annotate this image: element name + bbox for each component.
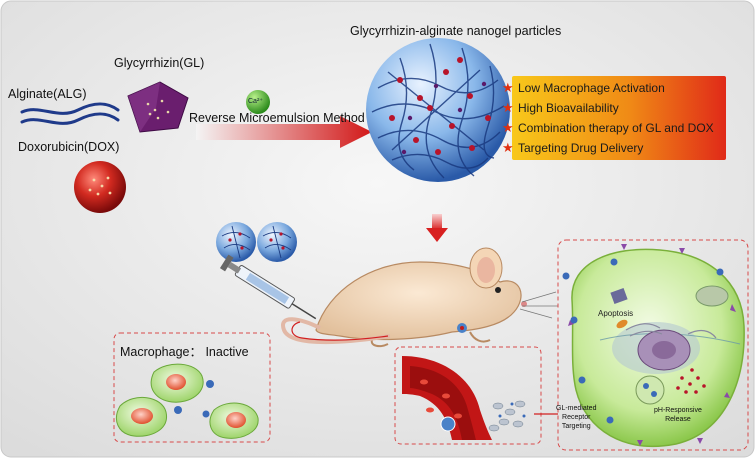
method-label: Reverse Microemulsion Method	[189, 111, 365, 125]
release-label: pH-Responsive Release	[654, 407, 702, 423]
star-icon: ★	[502, 80, 514, 95]
benefit-item: ★ Low Macrophage Activation	[502, 80, 665, 95]
nanogel-title: Glycyrrhizin-alginate nanogel particles	[350, 24, 562, 38]
benefit-label: Combination therapy of GL and DOX	[518, 121, 714, 135]
star-icon: ★	[502, 100, 514, 115]
benefit-item: ★ Targeting Drug Delivery	[502, 140, 644, 155]
benefit-label: Targeting Drug Delivery	[518, 141, 644, 155]
benefit-label: High Bioavailability	[518, 101, 619, 115]
star-icon: ★	[502, 120, 514, 135]
macrophage-label: Macrophage： Inactive	[120, 345, 249, 359]
benefit-label: Low Macrophage Activation	[518, 81, 665, 95]
benefit-item: ★ Combination therapy of GL and DOX	[502, 120, 714, 135]
star-icon: ★	[502, 140, 514, 155]
doxorubicin-label: Doxorubicin(DOX)	[18, 140, 120, 154]
benefit-item: ★ High Bioavailability	[502, 100, 619, 115]
apoptosis-label: Apoptosis	[598, 309, 634, 318]
calcium-label: Ca²⁺	[248, 98, 263, 105]
targeting-label: GL-mediated Receptor Targeting	[556, 405, 597, 430]
glycyrrhizin-label: Glycyrrhizin(GL)	[114, 56, 205, 70]
alginate-label: Alginate(ALG)	[8, 87, 87, 101]
